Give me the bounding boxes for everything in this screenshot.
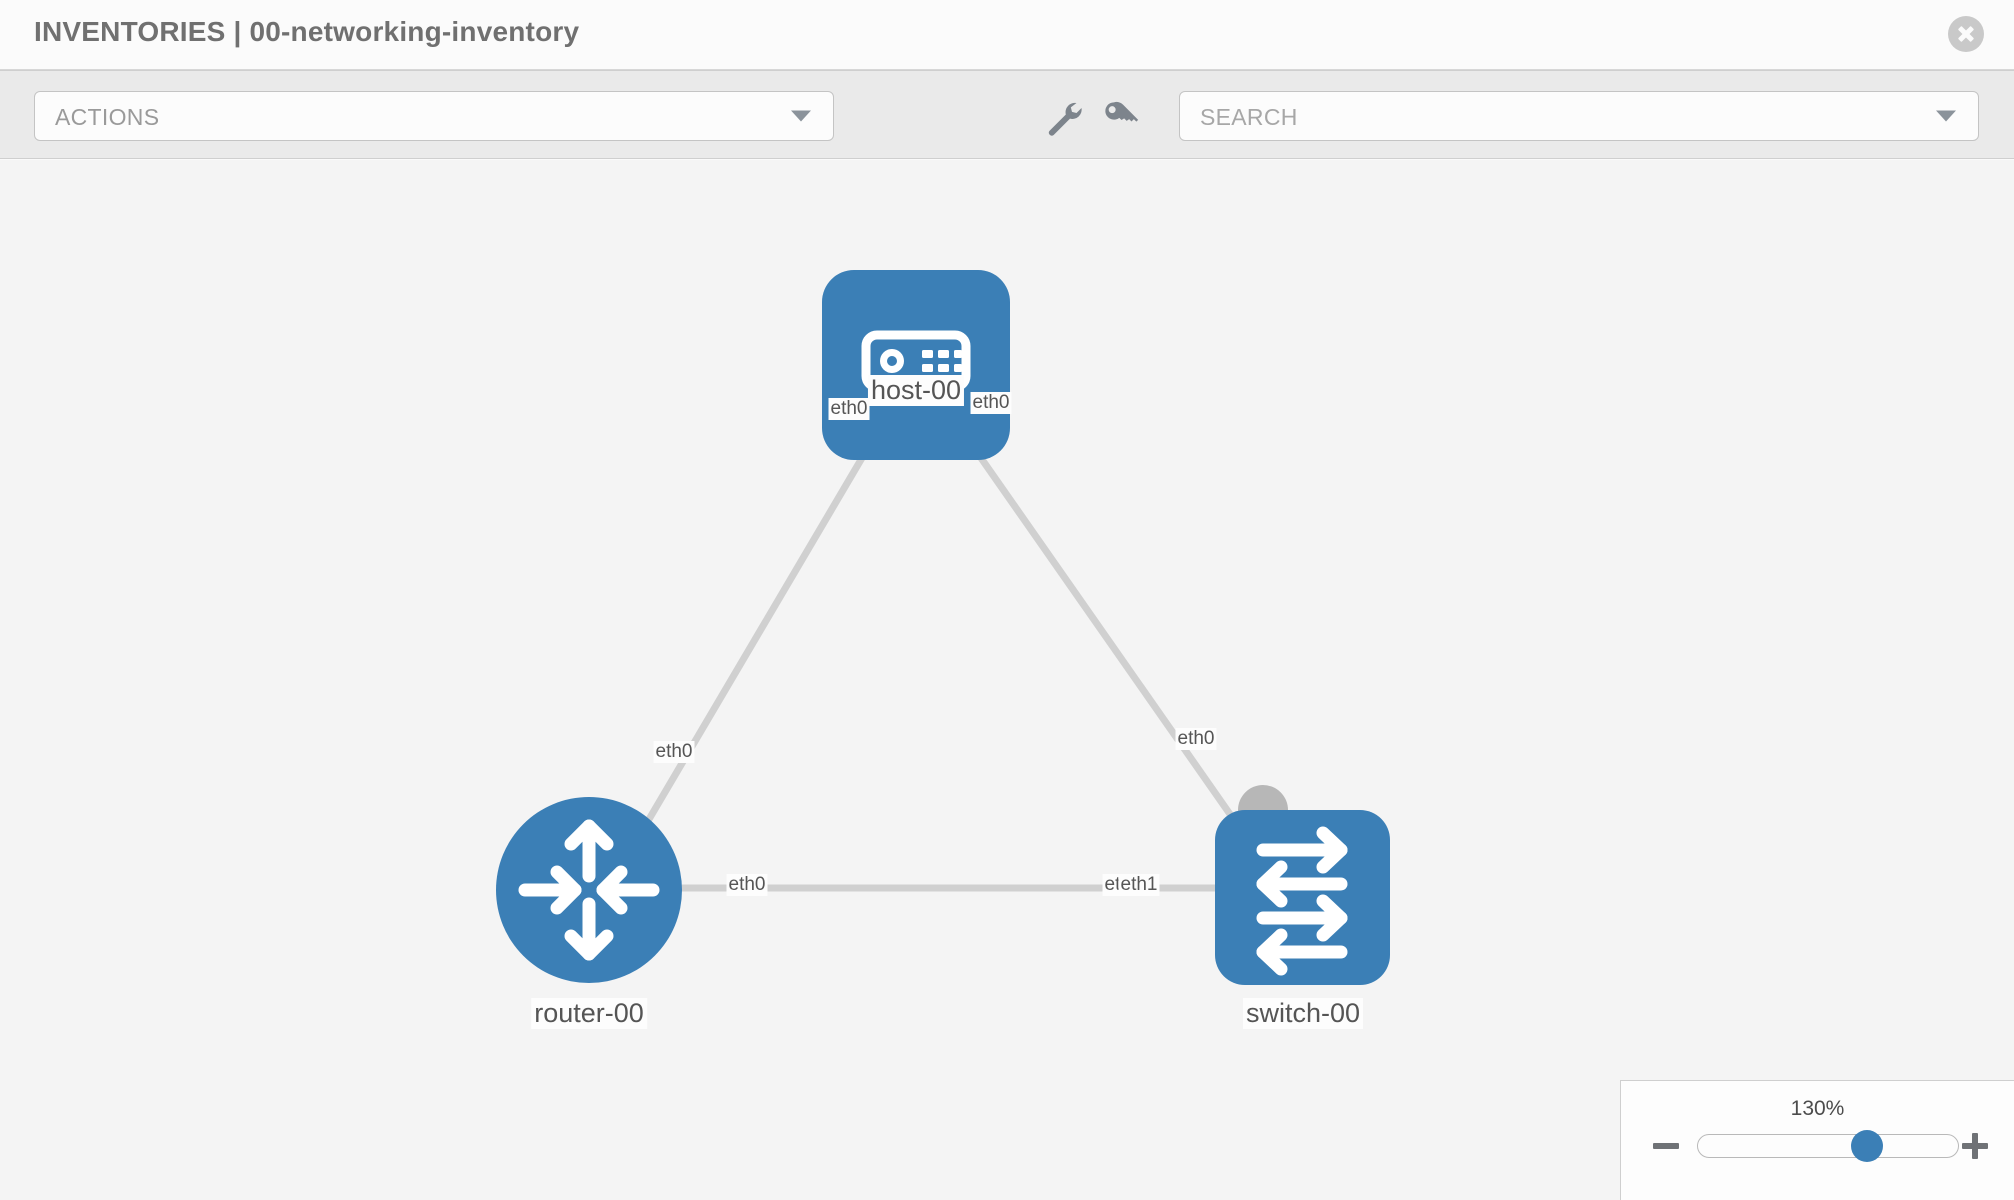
node-router-00[interactable] xyxy=(496,797,682,983)
search-placeholder: SEARCH xyxy=(1200,104,1298,130)
search-input[interactable]: SEARCH xyxy=(1179,91,1979,141)
iface-label: eth0 xyxy=(653,741,695,763)
iface-label: eth0 xyxy=(970,392,1012,414)
iface-label: eth0 xyxy=(828,398,870,420)
actions-dropdown-label: ACTIONS xyxy=(55,104,160,130)
zoom-slider[interactable] xyxy=(1697,1130,1959,1162)
node-label-host: host-00 xyxy=(867,375,965,406)
zoom-slider-handle[interactable] xyxy=(1851,1130,1883,1162)
zoom-in-button[interactable] xyxy=(1962,1133,1988,1159)
zoom-level-value: 130% xyxy=(1790,1097,1845,1120)
close-icon[interactable] xyxy=(1948,16,1984,52)
link-host-switch xyxy=(927,382,1265,863)
node-host-00[interactable] xyxy=(822,270,1010,460)
topology-canvas[interactable]: host-00 router-00 switch-00 eth0 eth0 et… xyxy=(0,160,2014,1200)
node-switch-00[interactable] xyxy=(1215,810,1390,985)
actions-dropdown[interactable]: ACTIONS xyxy=(34,91,834,141)
iface-label: eth0 xyxy=(1175,728,1217,750)
iface-label: eth1 xyxy=(1118,874,1160,896)
page-title: INVENTORIES | 00-networking-inventory xyxy=(34,16,580,47)
page-header: INVENTORIES | 00-networking-inventory xyxy=(0,0,2014,70)
chevron-down-icon xyxy=(791,110,811,122)
topology-graph xyxy=(496,270,1390,985)
topology-links xyxy=(621,382,1265,892)
toolbar: ACTIONS SEARCH xyxy=(0,70,2014,159)
iface-label: eth0 xyxy=(726,874,768,896)
zoom-control-panel: 130% xyxy=(1620,1080,2014,1200)
switch-arrows-icon xyxy=(1256,826,1348,976)
router-arrows-icon xyxy=(518,819,660,961)
node-label-router: router-00 xyxy=(531,998,647,1029)
node-label-switch: switch-00 xyxy=(1242,998,1364,1029)
zoom-out-button[interactable] xyxy=(1653,1133,1679,1159)
link-host-router xyxy=(621,383,909,862)
chevron-down-icon[interactable] xyxy=(1936,110,1956,122)
key-icon[interactable] xyxy=(1100,97,1140,137)
wrench-icon[interactable] xyxy=(1043,97,1083,137)
